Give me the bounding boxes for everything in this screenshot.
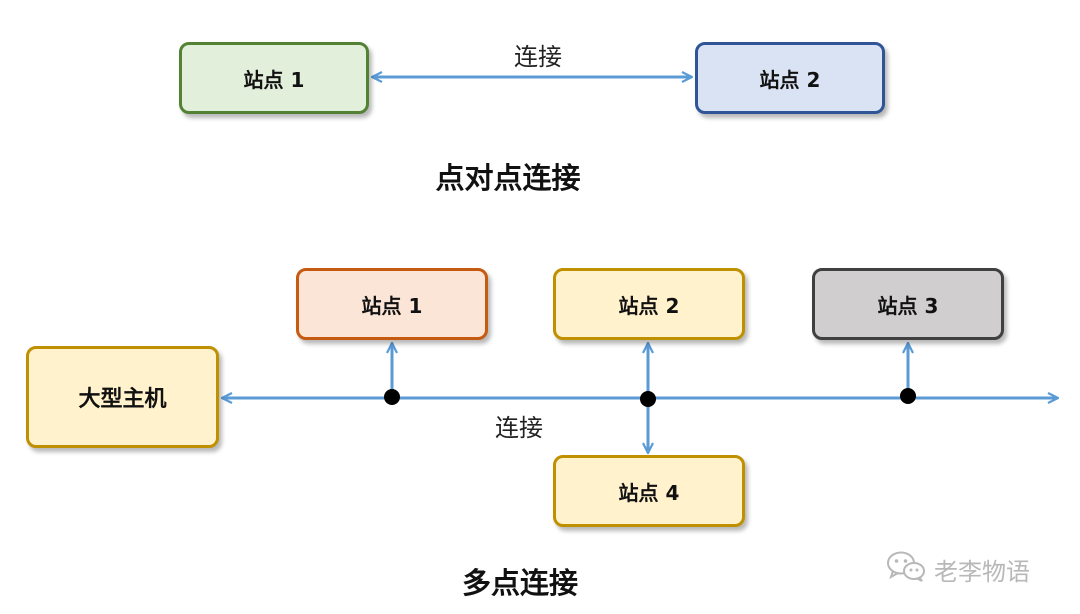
p2p-link-label: 连接 [514,43,562,71]
p2p-station-1: 站点 1 [179,42,369,114]
junction-dot [384,389,400,405]
junction-dot [900,388,916,404]
junction-dot [640,391,656,407]
p2p-station-2: 站点 2 [695,42,885,114]
mp-station-2: 站点 2 [553,268,745,340]
mainframe: 大型主机 [26,346,219,448]
watermark: 老李物语 [886,550,1030,588]
wechat-icon [886,550,926,588]
p2p-caption: 点对点连接 [435,161,581,195]
watermark-text: 老李物语 [934,557,1030,586]
mp-station-1: 站点 1 [296,268,488,340]
mp-station-4: 站点 4 [553,455,745,527]
mp-caption: 多点连接 [461,566,579,600]
mp-station-3: 站点 3 [812,268,1004,340]
mp-link-label: 连接 [495,414,543,442]
